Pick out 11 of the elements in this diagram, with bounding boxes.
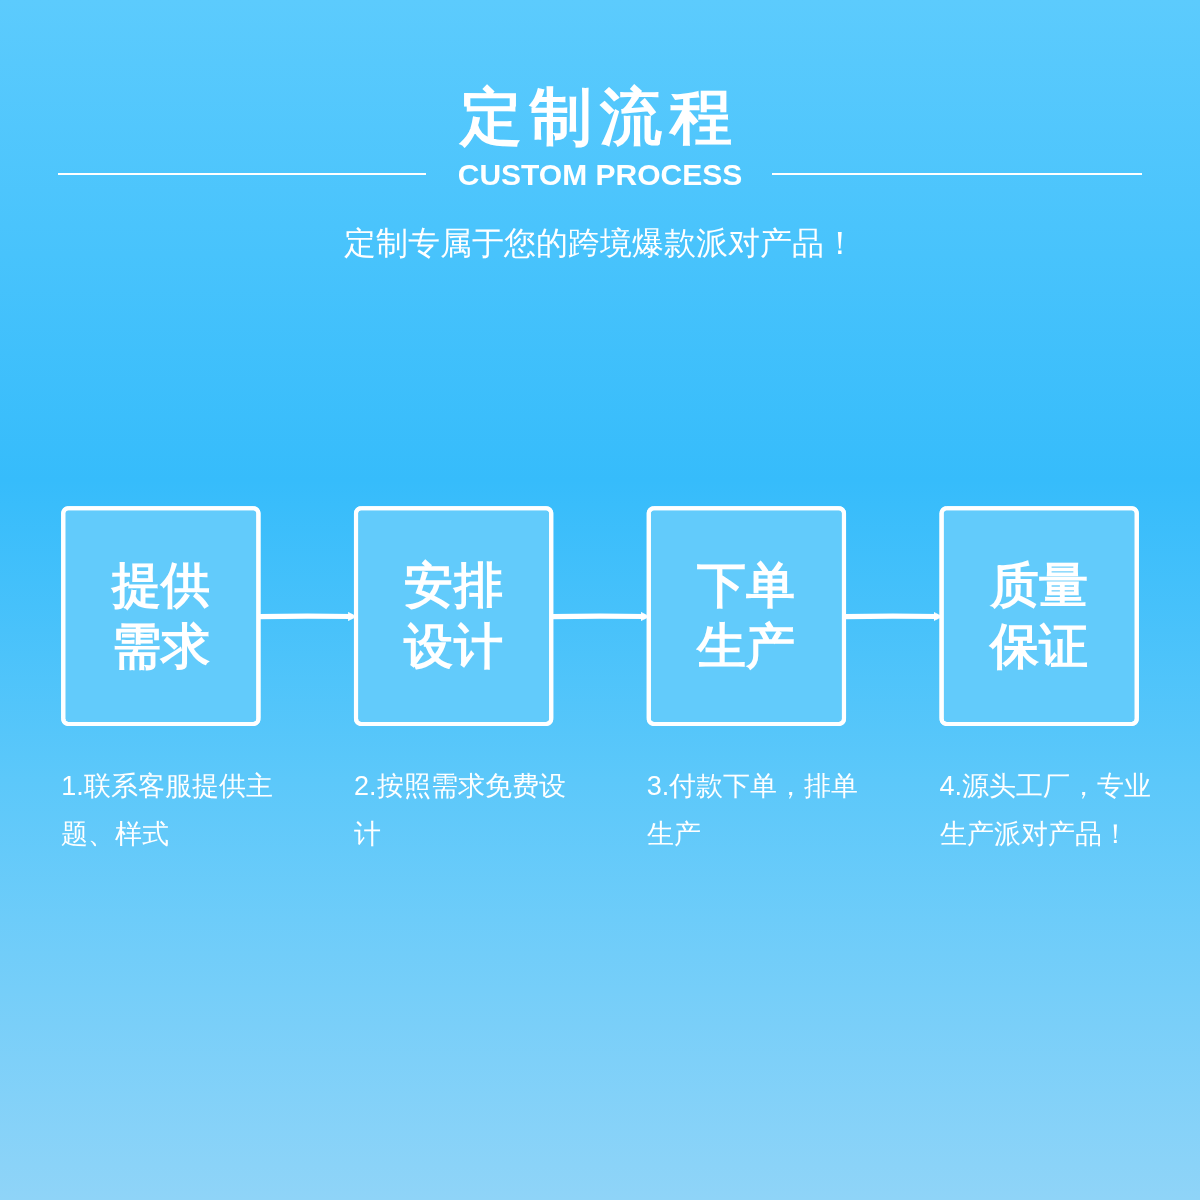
process-box: 提供需求 (61, 506, 261, 726)
title: 定制流程 (460, 81, 740, 153)
step-description: 4.源头工厂，专业生产派对产品！ (939, 769, 1153, 851)
subtitle-text: CUSTOM PROCESS (457, 157, 743, 193)
process-box: 下单生产 (646, 506, 847, 726)
step-description: 3.付款下单，排单生产 (646, 769, 860, 851)
process-box: 质量保证 (939, 506, 1139, 726)
tagline-text: 定制专属于您的跨境爆款派对产品！ (344, 224, 856, 263)
process-box: 安排设计 (353, 506, 554, 726)
step-description: 2.按照需求免费设计 (354, 769, 567, 851)
step-description: 1.联系客服提供主题、样式 (61, 769, 274, 851)
